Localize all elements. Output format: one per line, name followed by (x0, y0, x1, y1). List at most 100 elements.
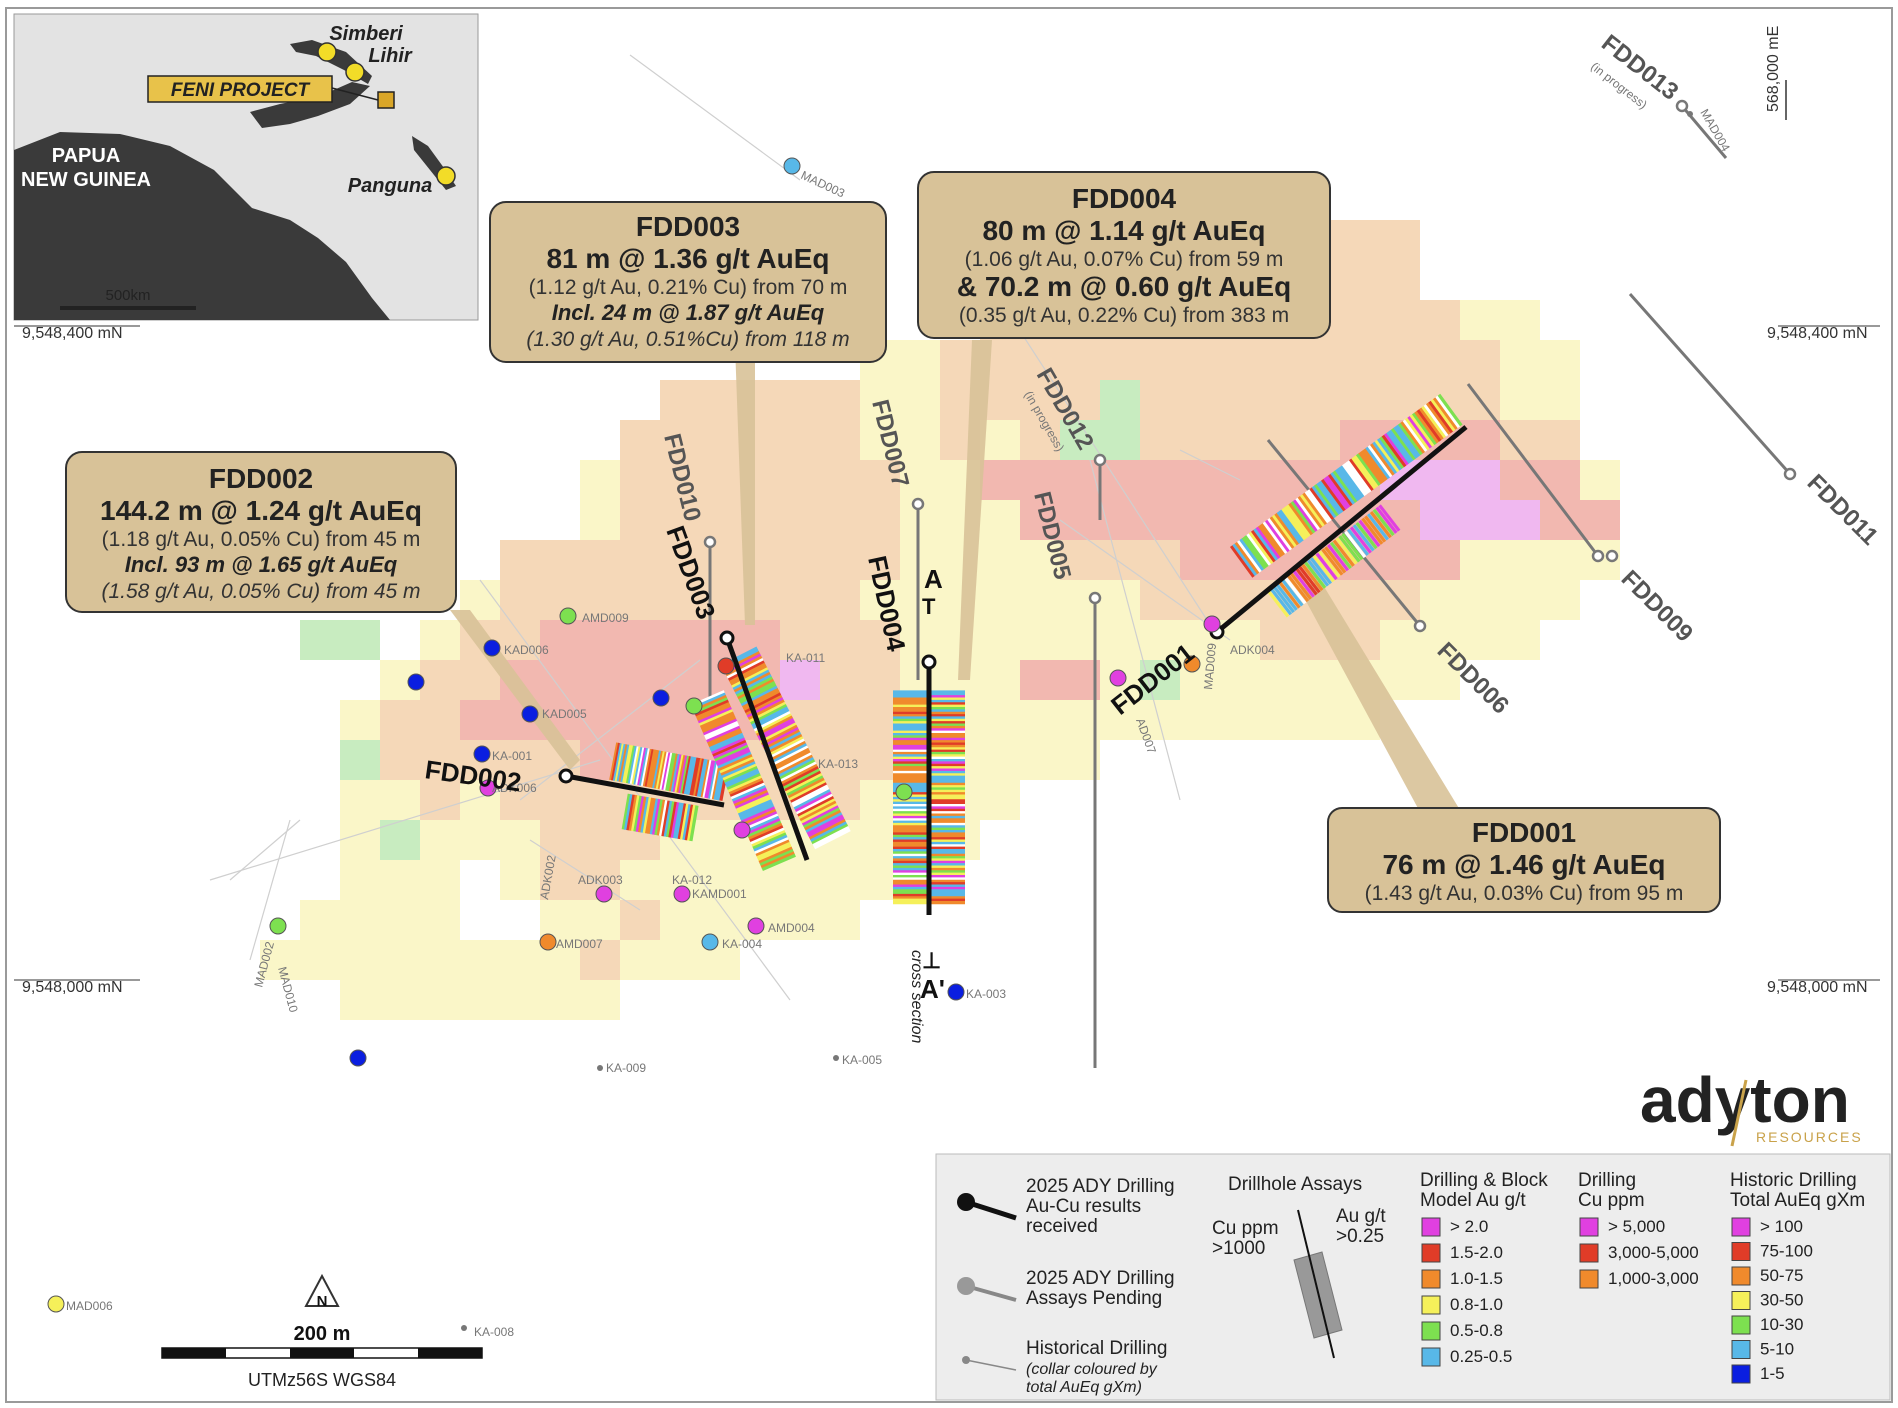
inset-location-map: FENI PROJECT PAPUA NEW GUINEA Simberi Li… (13, 13, 479, 321)
callout-fdd003-line3: Incl. 24 m @ 1.87 g/t AuEq (552, 300, 825, 325)
panguna-label: Panguna (348, 175, 432, 197)
label-ka011: KA-011 (786, 651, 825, 665)
label-kamd001: KAMD001 (692, 887, 747, 901)
callout-fdd001: FDD001 76 m @ 1.46 g/t AuEq (1.43 g/t Au… (1327, 807, 1721, 913)
callout-fdd004-title: FDD004 (1072, 183, 1177, 214)
legend-au-label-1: Au g/t (1336, 1206, 1386, 1227)
lihir-label: Lihir (368, 45, 413, 67)
legend-au-items: > 2.0 1.5-2.0 1.0-1.5 0.8-1.0 0.5-0.8 0.25-0.… (1421, 1217, 1512, 1367)
label-ka005: KA-005 (842, 1053, 882, 1067)
legend-au-title-2: Model Au g/t (1420, 1190, 1526, 1211)
callout-fdd004-line2: (1.06 g/t Au, 0.07% Cu) from 59 m (965, 248, 1284, 271)
label-kad006: KAD006 (504, 643, 549, 657)
callout-fdd002: FDD002 144.2 m @ 1.24 g/t AuEq (1.18 g/t… (65, 451, 457, 613)
callout-fdd003: FDD003 81 m @ 1.36 g/t AuEq (1.12 g/t Au… (489, 201, 887, 363)
legend-pending-2: Assays Pending (1026, 1288, 1162, 1309)
svg-text:0.5-0.8: 0.5-0.8 (1450, 1321, 1503, 1340)
brand-sub: RESOURCES (1756, 1129, 1863, 1145)
historic-collars (47, 111, 1693, 1331)
label-amd004: AMD004 (768, 921, 815, 935)
png-landmass (14, 132, 390, 320)
label-mad006: MAD006 (66, 1299, 113, 1313)
svg-text:1.0-1.5: 1.0-1.5 (1450, 1269, 1503, 1288)
legend-cu-title-2: Cu ppm (1578, 1190, 1645, 1211)
northing-top-right: 9,548,400 mN (1767, 325, 1868, 342)
svg-text:3,000-5,000: 3,000-5,000 (1608, 1243, 1699, 1262)
panguna-mine-icon (436, 166, 456, 186)
legend-historical-note-1: (collar coloured by (1026, 1361, 1158, 1378)
label-adk003: ADK003 (578, 873, 623, 887)
received-collars (558, 624, 1225, 784)
svg-text:0.25-0.5: 0.25-0.5 (1450, 1347, 1512, 1366)
northing-top-left: 9,548,400 mN (22, 325, 123, 342)
callout-fdd001-line1: 76 m @ 1.46 g/t AuEq (1382, 849, 1665, 880)
legend-historical-note-2: total AuEq gXm) (1026, 1379, 1142, 1396)
legend-received-3: received (1026, 1216, 1098, 1237)
brand-name: adyton (1640, 1064, 1850, 1136)
svg-text:0.8-1.0: 0.8-1.0 (1450, 1295, 1503, 1314)
callout-fdd002-line3: Incl. 93 m @ 1.65 g/t AuEq (125, 552, 398, 577)
callout-fdd003-line4: (1.30 g/t Au, 0.51%Cu) from 118 m (526, 328, 849, 351)
label-adk006: ADK006 (492, 781, 537, 795)
callout-fdd001-title: FDD001 (1472, 817, 1576, 848)
easting-label: 568,000 mE (1765, 26, 1782, 112)
callout-leaders (450, 340, 1460, 812)
historic-traces (209, 54, 1241, 1001)
svg-text:> 2.0: > 2.0 (1450, 1217, 1488, 1236)
label-adk004: ADK004 (1230, 643, 1275, 657)
callout-fdd002-line1: 144.2 m @ 1.24 g/t AuEq (100, 495, 422, 526)
north-arrow-icon: N (304, 1273, 340, 1310)
svg-text:NEW GUINEA: NEW GUINEA (21, 169, 151, 191)
callout-fdd004-line3: & 70.2 m @ 0.60 g/t AuEq (957, 271, 1291, 302)
pending-collars (703, 99, 1797, 633)
callout-fdd003-title: FDD003 (636, 211, 740, 242)
legend-cu-title-1: Drilling (1578, 1170, 1636, 1191)
svg-text:⊥: ⊥ (922, 948, 941, 973)
svg-text:> 5,000: > 5,000 (1608, 1217, 1665, 1236)
label-kad005: KAD005 (542, 707, 587, 721)
svg-text:10-30: 10-30 (1760, 1315, 1803, 1334)
legend-hist-title-1: Historic Drilling (1730, 1170, 1857, 1191)
section-a: A (924, 564, 943, 594)
lihir-mine-icon (345, 62, 365, 82)
svg-text:1.5-2.0: 1.5-2.0 (1450, 1243, 1503, 1262)
scale-bar: 200 m UTMz56S WGS84 (161, 1323, 483, 1390)
legend-cu-label-2: >1000 (1212, 1238, 1265, 1259)
label-ka001: KA-001 (492, 749, 532, 763)
svg-text:5-10: 5-10 (1760, 1340, 1794, 1359)
callout-fdd002-title: FDD002 (209, 463, 313, 494)
callout-fdd004-line4: (0.35 g/t Au, 0.22% Cu) from 383 m (959, 304, 1289, 327)
label-ka004: KA-004 (722, 937, 762, 951)
feni-project-label: FENI PROJECT (171, 80, 311, 101)
callout-fdd003-line1: 81 m @ 1.36 g/t AuEq (546, 243, 829, 274)
label-amd007: AMD007 (556, 937, 603, 951)
svg-text:30-50: 30-50 (1760, 1291, 1803, 1310)
callout-fdd002-line2: (1.18 g/t Au, 0.05% Cu) from 45 m (102, 528, 421, 551)
legend-au-label-2: >0.25 (1336, 1226, 1384, 1247)
legend-assays-title: Drillhole Assays (1228, 1174, 1362, 1195)
label-ka008: KA-008 (474, 1325, 514, 1339)
legend-pending-1: 2025 ADY Drilling (1026, 1268, 1175, 1289)
svg-text:50-75: 50-75 (1760, 1266, 1803, 1285)
svg-text:> 100: > 100 (1760, 1217, 1803, 1236)
legend-historical: Historical Drilling (1026, 1338, 1167, 1359)
label-amd009: AMD009 (582, 611, 629, 625)
label-ka009: KA-009 (606, 1061, 646, 1075)
callout-fdd003-line2: (1.12 g/t Au, 0.21% Cu) from 70 m (529, 276, 848, 299)
legend-cu-label-1: Cu ppm (1212, 1218, 1279, 1239)
legend-cu-items: > 5,000 3,000-5,000 1,000-3,000 (1579, 1217, 1699, 1289)
callout-fdd002-line4: (1.58 g/t Au, 0.05% Cu) from 45 m (101, 580, 420, 603)
callout-fdd004-line1: 80 m @ 1.14 g/t AuEq (982, 215, 1265, 246)
label-ka013: KA-013 (818, 757, 858, 771)
scale-projection: UTMz56S WGS84 (248, 1370, 396, 1390)
adyton-logo: adyton RESOURCES (1640, 1064, 1863, 1147)
cross-section: A T ⊥ A' cross section (908, 564, 945, 1043)
northing-bottom-right: 9,548,000 mN (1767, 979, 1868, 996)
section-label: cross section (908, 950, 925, 1043)
svg-text:1,000-3,000: 1,000-3,000 (1608, 1269, 1699, 1288)
legend: 2025 ADY Drilling Au-Cu results received… (935, 1153, 1891, 1401)
section-a-prime: A' (920, 974, 945, 1004)
north-label: N (317, 1293, 328, 1310)
